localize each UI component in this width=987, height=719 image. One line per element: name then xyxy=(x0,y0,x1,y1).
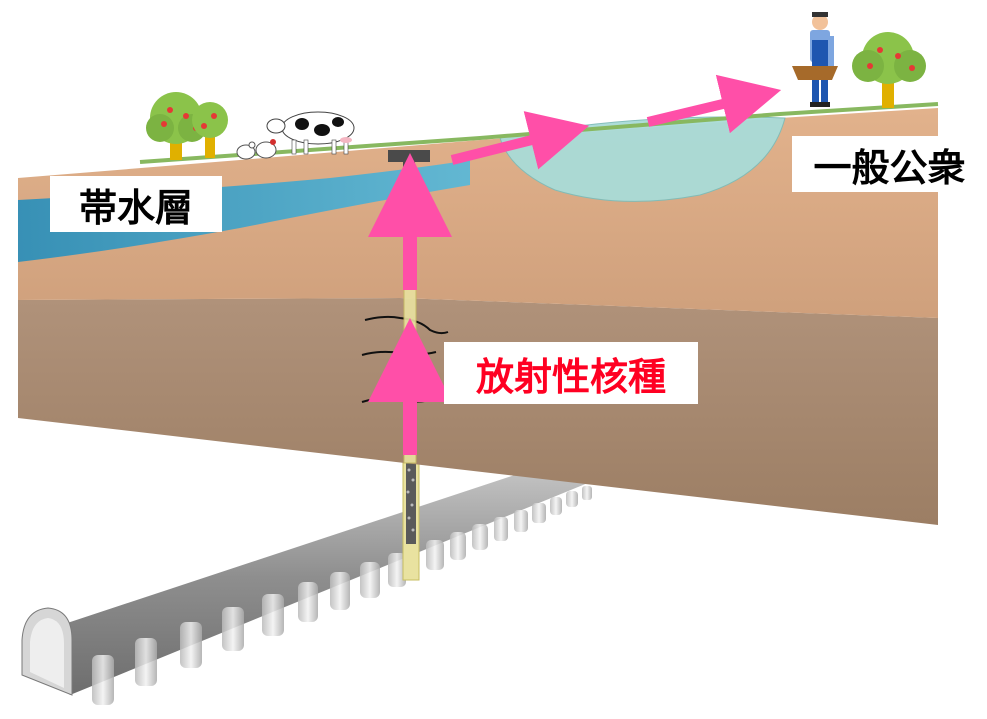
chicken-icon xyxy=(236,139,277,160)
aquifer-label: 帯水層 xyxy=(50,176,222,232)
cow-icon xyxy=(266,111,355,155)
tree-icon xyxy=(146,92,228,160)
tree-icon xyxy=(852,32,926,108)
disposal-pits xyxy=(92,486,592,705)
lower-rock-layer xyxy=(18,298,938,525)
farmer-icon xyxy=(792,12,838,107)
general-public-label: 一般公衆 xyxy=(792,136,987,192)
aquifer-band xyxy=(18,160,470,262)
migration-arrows-surface xyxy=(450,74,782,170)
ground-surface xyxy=(139,102,939,164)
radionuclide-label: 放射性核種 xyxy=(444,342,698,404)
disposal-tunnel xyxy=(21,460,600,696)
borehole-shaft-lower xyxy=(402,459,420,581)
